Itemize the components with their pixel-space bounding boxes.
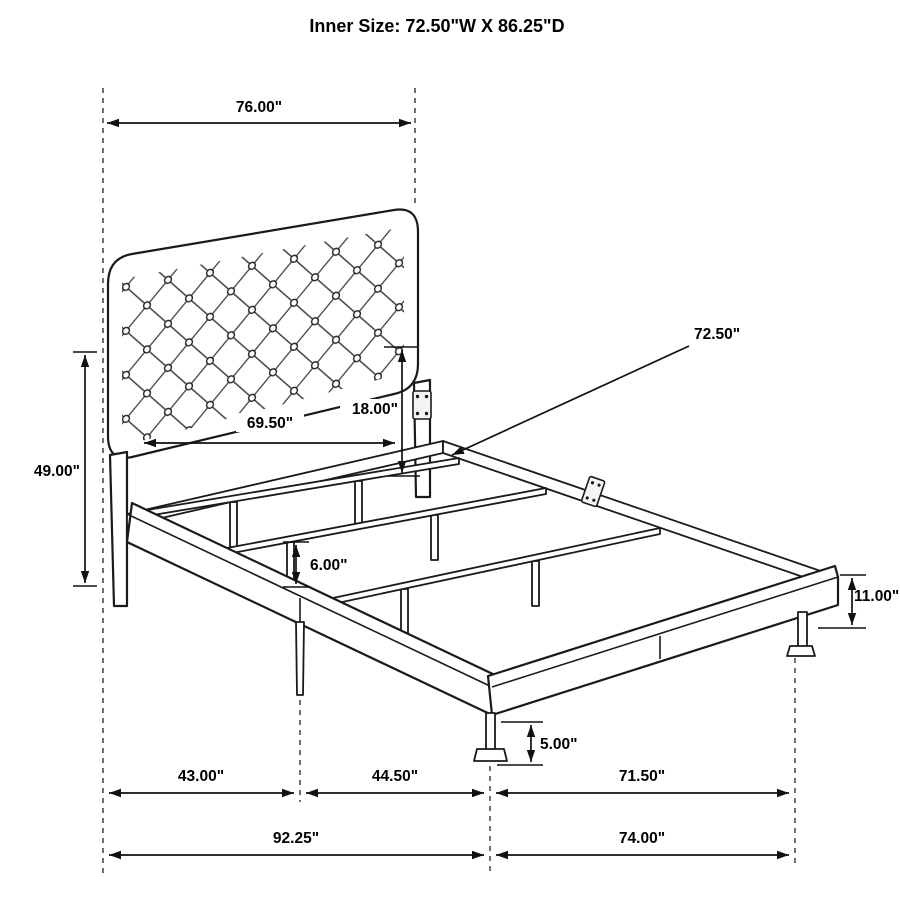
- dim-label-44-5: 44.50": [372, 768, 418, 785]
- slat-leg: [354, 480, 363, 527]
- dim-label-43: 43.00": [178, 768, 224, 785]
- slat: [146, 457, 460, 517]
- front-foot: [473, 748, 508, 762]
- slats: [146, 457, 661, 635]
- dimensions: 76.00" 49.00" 69.50" 18.00" 72.50": [34, 99, 899, 860]
- head-rail: [126, 440, 444, 527]
- dim-frame-side-height: 11.00": [818, 574, 899, 629]
- slat-leg: [400, 588, 409, 635]
- rail-bracket: [580, 475, 606, 508]
- dim-depth-mid-section: 44.50": [306, 768, 484, 798]
- slat: [226, 487, 547, 555]
- dim-label-11: 11.00": [854, 588, 899, 605]
- foot-rail-edge: [491, 576, 839, 688]
- headboard-bracket: [412, 390, 432, 420]
- headboard-left-leg: [108, 450, 129, 608]
- dim-headboard-height: 49.00": [34, 351, 97, 587]
- slat: [332, 527, 661, 605]
- mid-left-leg: [295, 621, 305, 696]
- dim-label-74: 74.00": [619, 830, 665, 847]
- slat-leg: [430, 514, 439, 561]
- dim-label-6: 6.00": [310, 557, 348, 574]
- dim-overall-width: 74.00": [496, 830, 789, 860]
- dim-inner-width-leader: 72.50": [451, 326, 740, 456]
- dim-label-49: 49.00": [34, 463, 80, 480]
- right-leg: [797, 611, 808, 649]
- diagram-title: Inner Size: 72.50"W X 86.25"D: [309, 16, 564, 36]
- dim-label-76: 76.00": [236, 99, 282, 116]
- right-foot: [786, 645, 816, 657]
- dim-headboard-width: 76.00": [107, 99, 411, 128]
- dim-depth-head-section: 43.00": [109, 768, 294, 798]
- foot-rail: [486, 564, 840, 717]
- dim-label-71-5: 71.50": [619, 768, 665, 785]
- dim-label-92-25: 92.25": [273, 830, 319, 847]
- dim-slat-leg-height: 6.00": [283, 541, 356, 588]
- dim-front-foot-height: 5.00": [497, 721, 578, 766]
- dim-foot-rail-width: 71.50": [496, 768, 789, 798]
- dim-label-72-5: 72.50": [694, 326, 740, 343]
- bed-drawing: [106, 208, 840, 762]
- extension-lines: [102, 88, 796, 878]
- dim-label-69-5: 69.50": [247, 415, 293, 432]
- dim-label-5: 5.00": [540, 736, 578, 753]
- headboard-tufting: [122, 227, 404, 446]
- dim-label-18: 18.00": [352, 401, 398, 418]
- left-rail-edge: [126, 513, 493, 688]
- front-leg: [485, 712, 496, 752]
- dim-headboard-panel-width: 69.50": [144, 413, 395, 448]
- slat-leg: [531, 560, 540, 607]
- bed-frame: [125, 390, 840, 762]
- slat-leg: [229, 501, 238, 548]
- dim-headboard-panel-bottom: 18.00": [340, 346, 420, 477]
- dim-overall-depth: 92.25": [109, 830, 484, 860]
